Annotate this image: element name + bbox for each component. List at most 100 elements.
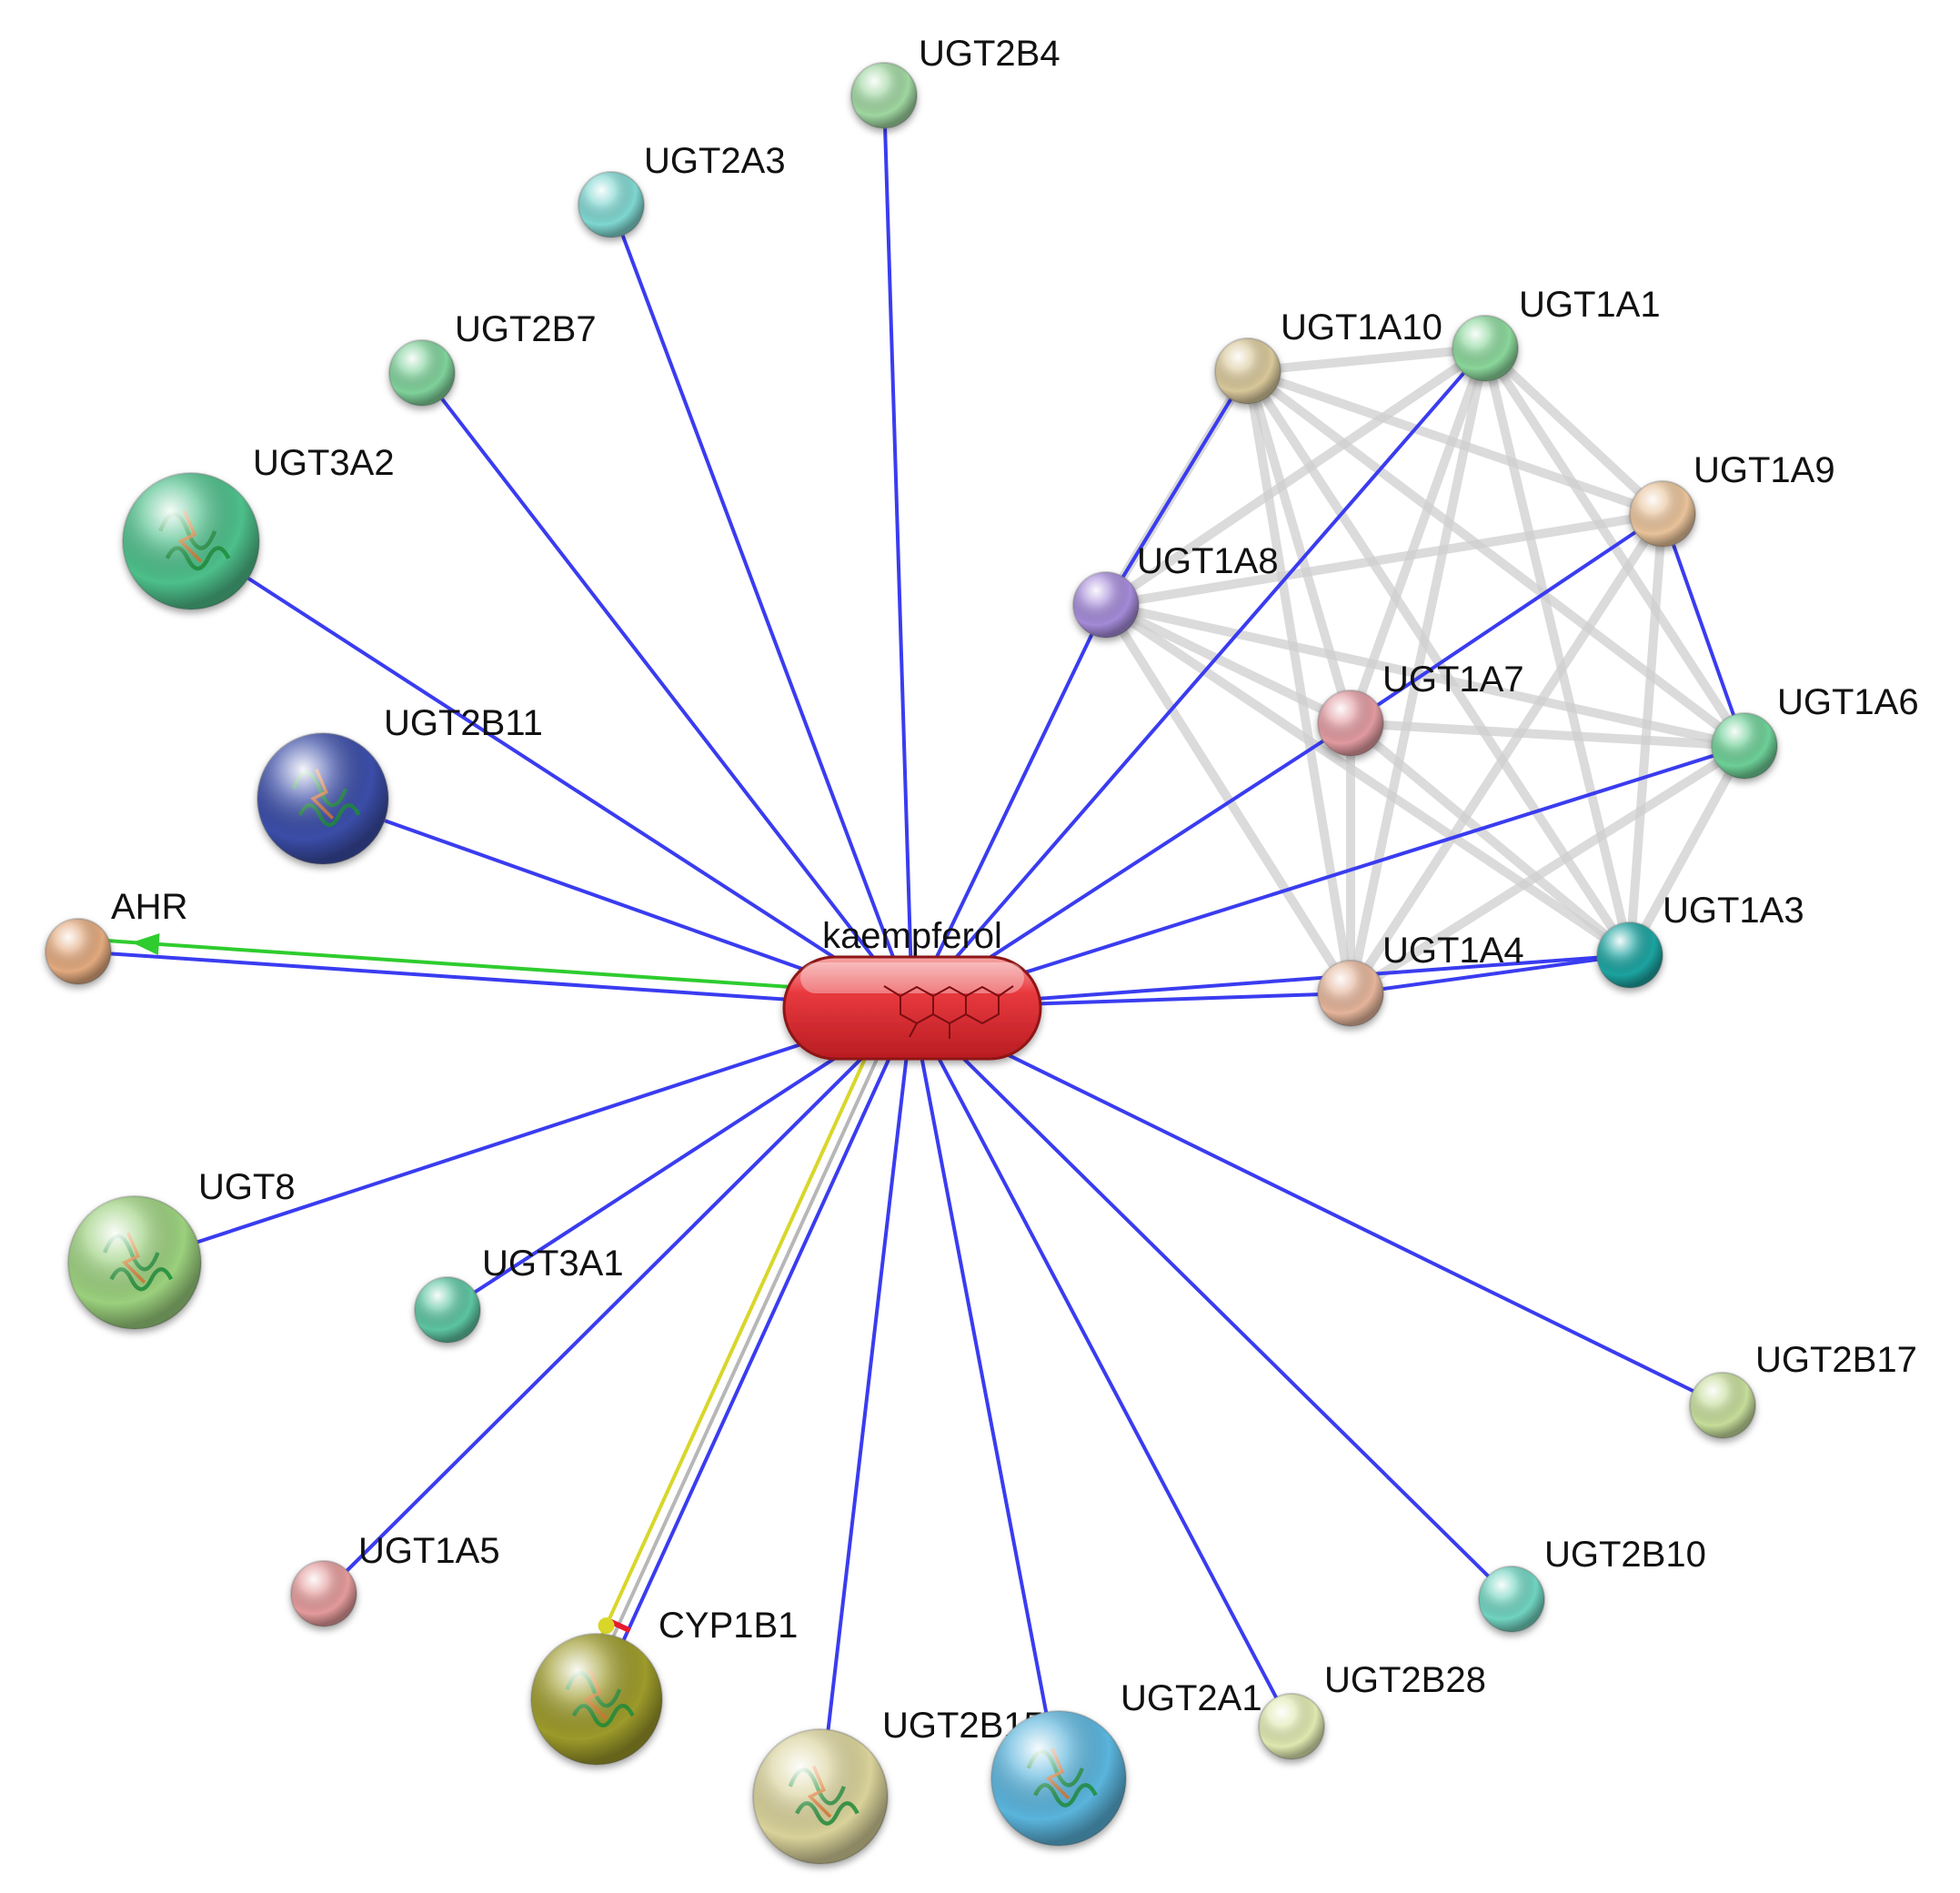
edge-binding-center-UGT2B7[interactable]: [420, 371, 914, 1010]
node-label-ugt1a8: UGT1A8: [1137, 541, 1279, 581]
edge-coexpression-UGT1A10-UGT1A7[interactable]: [1243, 367, 1355, 728]
node-label-ugt3a1: UGT3A1: [482, 1244, 624, 1284]
node-label-ugt1a3: UGT1A3: [1663, 891, 1804, 931]
node-label-ugt2a1: UGT2A1: [1121, 1678, 1262, 1718]
node-ugt2b17[interactable]: UGT2B17: [1689, 1340, 1917, 1439]
edge-binding-center-UGT2B15[interactable]: [819, 1006, 914, 1798]
center-node-kaempferol[interactable]: kaempferol: [782, 916, 1042, 1061]
node-label-ugt1a10: UGT1A10: [1281, 307, 1442, 347]
edge-grey_link-center-CYP1B1[interactable]: [585, 1002, 905, 1697]
edge-binding-center-UGT2B4[interactable]: [882, 94, 914, 1010]
edge-coexpression-UGT1A1-UGT1A3[interactable]: [1481, 344, 1634, 960]
edge-coexpression-UGT1A9-UGT1A8[interactable]: [1101, 509, 1667, 609]
edge-binding-center-UGT3A2[interactable]: [189, 539, 914, 1010]
node-ugt1a5[interactable]: UGT1A5: [290, 1531, 500, 1627]
edge-activation-center-AHR[interactable]: [76, 937, 915, 998]
node-ugt2b10[interactable]: UGT2B10: [1478, 1535, 1706, 1633]
edge-coexpression-UGT1A8-UGT1A3[interactable]: [1101, 600, 1634, 960]
node-label-ugt2b10: UGT2B10: [1544, 1535, 1706, 1575]
edge-coexpression-UGT1A10-UGT1A4[interactable]: [1243, 367, 1355, 998]
edge-binding-center-UGT2A1[interactable]: [910, 1006, 1293, 1728]
node-gloss: [123, 473, 259, 609]
edge-coexpression-UGT1A8-UGT1A6[interactable]: [1101, 600, 1749, 750]
node-ugt1a10[interactable]: UGT1A10: [1214, 307, 1442, 405]
node-label-ahr: AHR: [111, 887, 187, 927]
edge-expression-center-CYP1B1[interactable]: [575, 997, 895, 1693]
edge-coexpression-UGT1A6-UGT1A3[interactable]: [1625, 741, 1749, 960]
edge-coexpression-UGT1A8-UGT1A7[interactable]: [1101, 600, 1355, 728]
edge-binding-UGT1A9-UGT1A7[interactable]: [1349, 512, 1664, 725]
edge-binding-center-UGT2B10[interactable]: [910, 1006, 1513, 1601]
node-gloss: [1597, 922, 1663, 988]
node-ugt2b4[interactable]: UGT2B4: [850, 34, 1060, 129]
edge-binding-center-UGT1A5[interactable]: [322, 1006, 914, 1596]
node-ugt1a4[interactable]: UGT1A4: [1317, 931, 1524, 1027]
edge-coexpression-UGT1A6-UGT1A4[interactable]: [1346, 741, 1749, 998]
edge-binding-center-UGT2B17[interactable]: [910, 1006, 1724, 1407]
edge-coexpression-UGT1A10-UGT1A1[interactable]: [1243, 344, 1490, 376]
node-gloss: [257, 733, 388, 864]
edge-coexpression-UGT1A7-UGT1A3[interactable]: [1346, 719, 1634, 960]
node-gloss: [1452, 316, 1518, 381]
node-label-ugt2b28: UGT2B28: [1324, 1660, 1486, 1700]
node-label-cyp1b1: CYP1B1: [658, 1606, 798, 1646]
node-ugt2a3[interactable]: UGT2A3: [578, 141, 786, 238]
edge-binding-UGT1A8-UGT1A10[interactable]: [1104, 369, 1250, 607]
edge-binding-center-UGT2A2[interactable]: [910, 1006, 1060, 1780]
node-label-ugt8: UGT8: [198, 1167, 296, 1207]
node-ugt2b7[interactable]: UGT2B7: [388, 309, 597, 407]
edge-binding-UGT1A9-UGT1A6[interactable]: [1661, 512, 1746, 748]
node-ugt1a8[interactable]: UGT1A8: [1072, 541, 1279, 639]
node-gloss: [1690, 1373, 1755, 1438]
node-label-ugt1a1: UGT1A1: [1519, 285, 1661, 325]
node-ugt3a2[interactable]: UGT3A2: [122, 443, 395, 610]
center-node-highlight: [800, 962, 1024, 993]
node-ugt2a1[interactable]: UGT2A1: [1121, 1678, 1325, 1760]
edge-binding-center-AHR[interactable]: [76, 950, 914, 1010]
node-ahr[interactable]: AHR: [45, 887, 187, 985]
node-ugt1a1[interactable]: UGT1A1: [1452, 285, 1661, 382]
node-ugt3a1[interactable]: UGT3A1: [414, 1244, 624, 1344]
edge-binding-UGT1A4-UGT1A3[interactable]: [1349, 953, 1632, 995]
edge-coexpression-UGT1A9-UGT1A3[interactable]: [1625, 509, 1667, 960]
edge-coexpression-UGT1A7-UGT1A6[interactable]: [1346, 719, 1749, 750]
node-ugt2b11[interactable]: UGT2B11: [256, 703, 543, 865]
node-gloss: [1479, 1566, 1544, 1632]
node-gloss: [1215, 338, 1281, 404]
edge-binding-center-UGT1A6[interactable]: [910, 744, 1746, 1010]
node-label-ugt3a2: UGT3A2: [253, 443, 395, 483]
node-ugt1a9[interactable]: UGT1A9: [1629, 450, 1835, 548]
edge-coexpression-UGT1A1-UGT1A8[interactable]: [1101, 344, 1490, 609]
edge-binding-center-UGT1A8[interactable]: [910, 603, 1108, 1010]
edge-coexpression-UGT1A1-UGT1A9[interactable]: [1481, 344, 1667, 519]
edge-binding-center-UGT8[interactable]: [133, 1006, 914, 1264]
node-gloss: [291, 1561, 357, 1626]
node-ugt2b15[interactable]: UGT2B15: [752, 1706, 1044, 1865]
edge-binding-center-UGT2A3[interactable]: [609, 203, 914, 1010]
node-gloss: [1630, 481, 1695, 547]
center-node-pill: [782, 955, 1042, 1061]
node-label-ugt1a9: UGT1A9: [1694, 450, 1835, 490]
node-label-ugt2a3: UGT2A3: [644, 141, 786, 181]
edge-binding-center-UGT1A1[interactable]: [910, 347, 1487, 1010]
edge-coexpression-UGT1A10-UGT1A6[interactable]: [1243, 367, 1749, 750]
node-ugt1a6[interactable]: UGT1A6: [1711, 682, 1919, 780]
node-ugt2b28[interactable]: UGT2B28: [1324, 1660, 1486, 1700]
edge-binding-center-CYP1B1[interactable]: [595, 1006, 914, 1701]
node-label-ugt1a6: UGT1A6: [1777, 682, 1919, 722]
node-gloss: [1318, 690, 1383, 756]
node-cyp1b1[interactable]: CYP1B1: [530, 1606, 798, 1766]
node-label-ugt1a4: UGT1A4: [1382, 931, 1524, 971]
node-ugt2a2[interactable]: [990, 1710, 1127, 1847]
node-ugt1a7[interactable]: UGT1A7: [1317, 660, 1524, 757]
edge-coexpression-UGT1A9-UGT1A4[interactable]: [1346, 509, 1667, 998]
node-gloss: [991, 1711, 1126, 1846]
node-label-ugt1a5: UGT1A5: [358, 1531, 500, 1571]
center-node-label: kaempferol: [822, 916, 1002, 956]
node-ugt8[interactable]: UGT8: [67, 1167, 296, 1330]
node-gloss: [1712, 713, 1777, 779]
activation-arrowhead: [131, 932, 160, 955]
node-ugt1a3[interactable]: UGT1A3: [1596, 891, 1804, 989]
edge-coexpression-UGT1A8-UGT1A4[interactable]: [1101, 600, 1355, 998]
